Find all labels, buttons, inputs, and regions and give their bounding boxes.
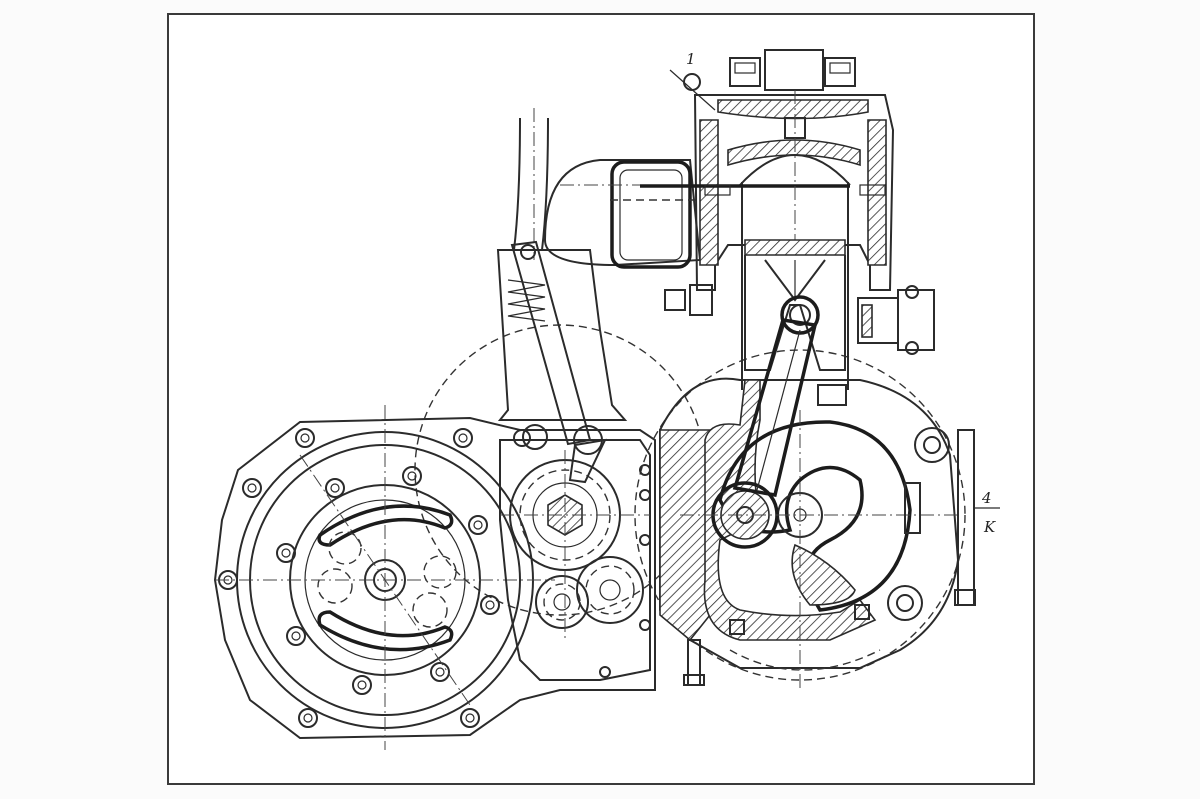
callout-1-label: 1 bbox=[686, 50, 696, 68]
intake-port bbox=[543, 159, 702, 269]
callout-3-label: K bbox=[983, 518, 996, 536]
callout-1: 1 bbox=[669, 50, 716, 111]
exhaust-flange bbox=[664, 284, 935, 355]
flange-bolts bbox=[218, 428, 500, 728]
cylinder-head bbox=[640, 49, 895, 390]
piston bbox=[744, 239, 846, 371]
gear-train bbox=[499, 429, 651, 681]
clutch-housing bbox=[213, 405, 656, 750]
drawing-sheet bbox=[167, 13, 1035, 785]
callout-2-label: 4 bbox=[981, 489, 992, 507]
pushrod-assembly bbox=[496, 108, 628, 484]
callout-2: 4 bbox=[975, 489, 1000, 509]
connecting-rod bbox=[732, 318, 818, 498]
crankcase bbox=[659, 377, 976, 690]
callout-3: K bbox=[983, 518, 996, 536]
